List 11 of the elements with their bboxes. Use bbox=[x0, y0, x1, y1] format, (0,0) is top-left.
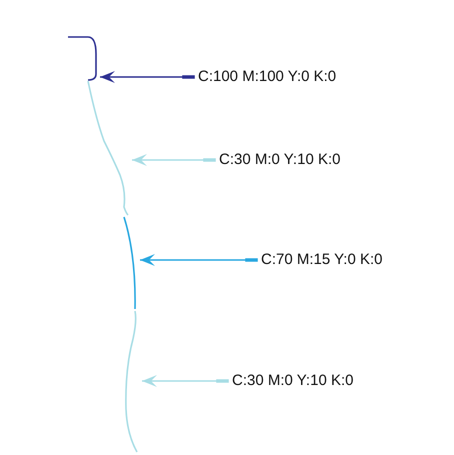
curve-segment bbox=[86, 79, 130, 218]
color-label: C:30 M:0 Y:10 K:0 bbox=[219, 151, 340, 169]
arrow bbox=[131, 154, 216, 166]
arrow bbox=[141, 375, 229, 387]
curve-segment bbox=[122, 215, 138, 311]
arrow bbox=[99, 71, 195, 83]
color-label: C:30 M:0 Y:10 K:0 bbox=[232, 372, 354, 390]
color-label: C:100 M:100 Y:0 K:0 bbox=[198, 68, 336, 86]
color-label: C:70 M:15 Y:0 K:0 bbox=[261, 251, 382, 269]
arrow bbox=[139, 254, 258, 266]
curve-segment bbox=[66, 34, 98, 82]
